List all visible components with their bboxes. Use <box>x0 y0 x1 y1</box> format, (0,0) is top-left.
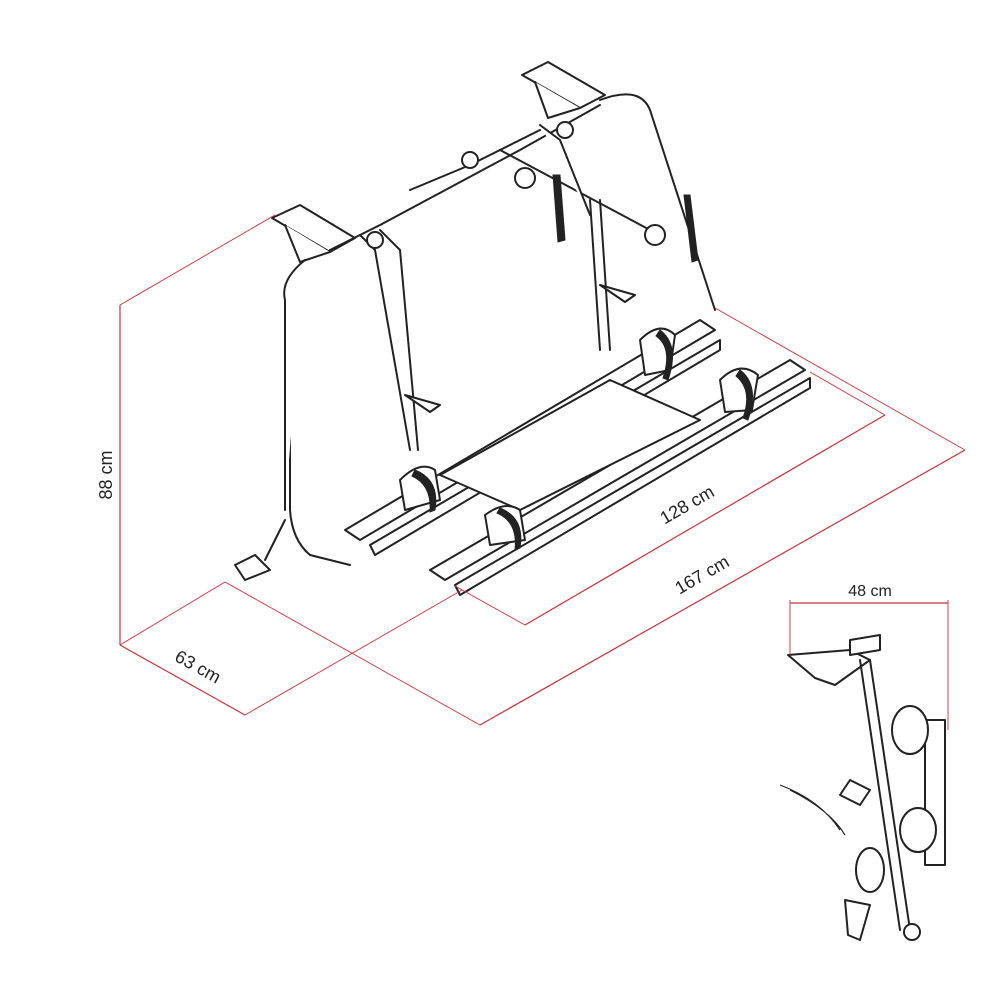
height-label: 88 cm <box>96 450 116 499</box>
total-width-label: 167 cm <box>671 551 732 598</box>
rail-length-label: 128 cm <box>656 481 717 528</box>
depth-label: 63 cm <box>172 646 225 687</box>
dimension-line-total-width <box>479 449 966 726</box>
bike-rack-drawing <box>234 61 811 596</box>
side-view-drawing <box>779 634 946 941</box>
dimension-lines <box>119 214 966 730</box>
dimension-line-depth <box>119 644 246 716</box>
dimension-line-rail-length <box>524 414 886 626</box>
folded-depth-label: 48 cm <box>848 583 892 600</box>
